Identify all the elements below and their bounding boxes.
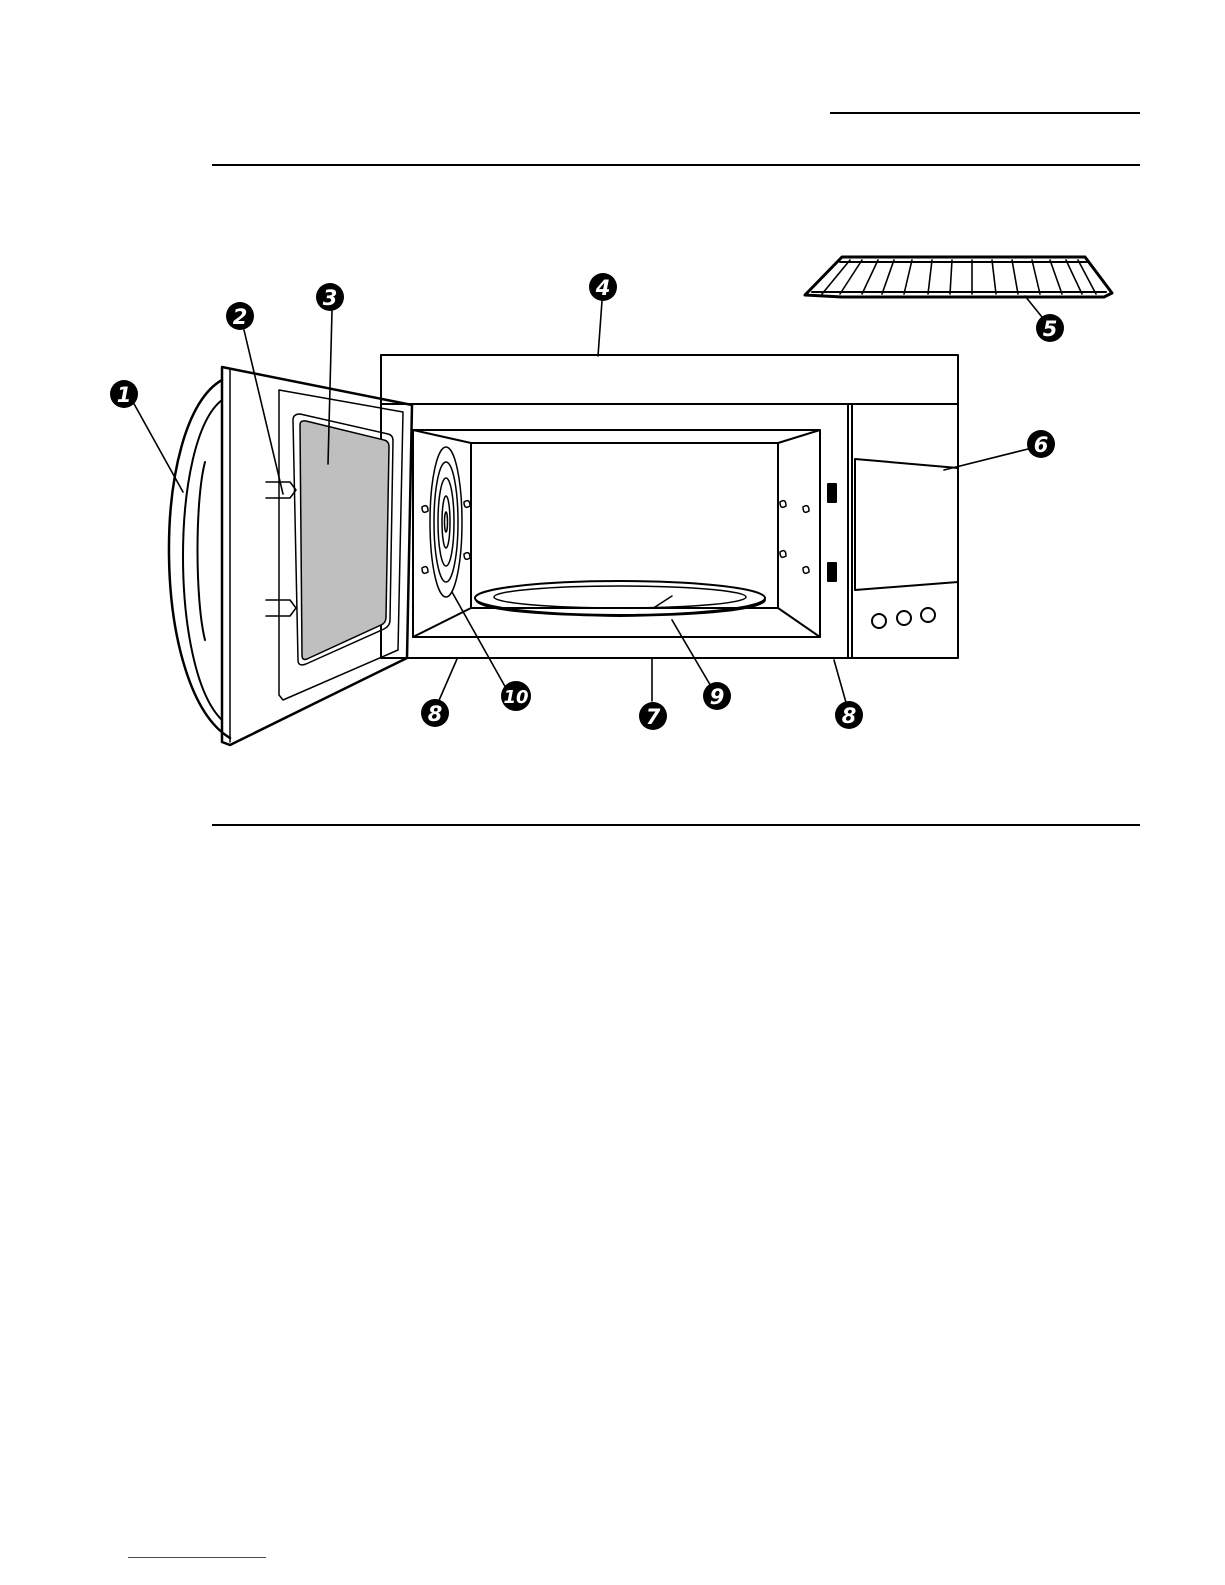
wall-vent-rings xyxy=(430,447,462,597)
callout-2: 2 xyxy=(226,302,254,330)
svg-text:6: 6 xyxy=(1034,433,1049,457)
svg-text:8: 8 xyxy=(428,702,443,726)
callout-8-right: 8 xyxy=(835,701,863,729)
oven-cavity xyxy=(413,430,836,637)
callout-5: 5 xyxy=(1036,314,1064,342)
svg-text:1: 1 xyxy=(117,383,132,407)
callout-9: 9 xyxy=(703,682,731,710)
svg-text:3: 3 xyxy=(323,286,338,310)
svg-text:5: 5 xyxy=(1043,317,1058,341)
callout-3: 3 xyxy=(316,283,344,311)
callout-1: 1 xyxy=(110,380,138,408)
svg-text:10: 10 xyxy=(503,687,528,708)
control-panel xyxy=(855,459,958,628)
callout-7: 7 xyxy=(639,702,667,730)
svg-text:7: 7 xyxy=(646,705,661,729)
callout-10: 10 xyxy=(501,681,531,711)
svg-text:9: 9 xyxy=(710,685,725,709)
microwave-door xyxy=(169,367,412,745)
callout-8-left: 8 xyxy=(421,699,449,727)
leader-lines xyxy=(133,296,1046,706)
svg-text:2: 2 xyxy=(233,305,248,329)
svg-text:4: 4 xyxy=(595,276,611,300)
door-window xyxy=(300,421,389,660)
oven-rack xyxy=(805,257,1112,297)
callout-6: 6 xyxy=(1027,430,1055,458)
callout-4: 4 xyxy=(589,273,617,301)
svg-text:8: 8 xyxy=(842,704,857,728)
turntable xyxy=(475,581,765,616)
callouts: 1 2 3 4 5 6 7 8 8 9 10 xyxy=(110,273,1064,730)
